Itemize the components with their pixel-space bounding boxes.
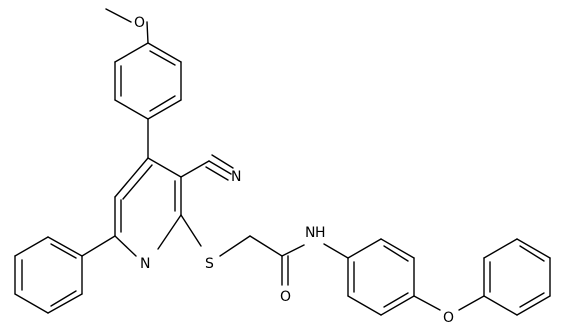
nitrile-group — [180, 154, 234, 181]
atom-h-amide: H — [315, 225, 326, 241]
atom-o-carbonyl: O — [280, 289, 291, 305]
atom-n-pyridine: N — [140, 256, 150, 272]
atom-s-thioether: S — [205, 256, 214, 272]
pyridine-ring — [114, 157, 182, 257]
methoxy-group — [105, 8, 149, 44]
phenyl-ring-right — [483, 238, 551, 316]
atom-o-methoxy: O — [134, 15, 145, 31]
atom-o-ether: O — [443, 310, 454, 326]
methoxyphenyl-ring — [114, 42, 182, 120]
atom-n-nitrile: N — [231, 169, 241, 185]
aniline-ring — [347, 238, 415, 316]
thioacetamide-chain — [180, 214, 349, 286]
atom-n-amide: N — [305, 225, 315, 241]
phenyl-ring-left — [14, 235, 116, 314]
phenoxy-ether — [413, 295, 485, 311]
